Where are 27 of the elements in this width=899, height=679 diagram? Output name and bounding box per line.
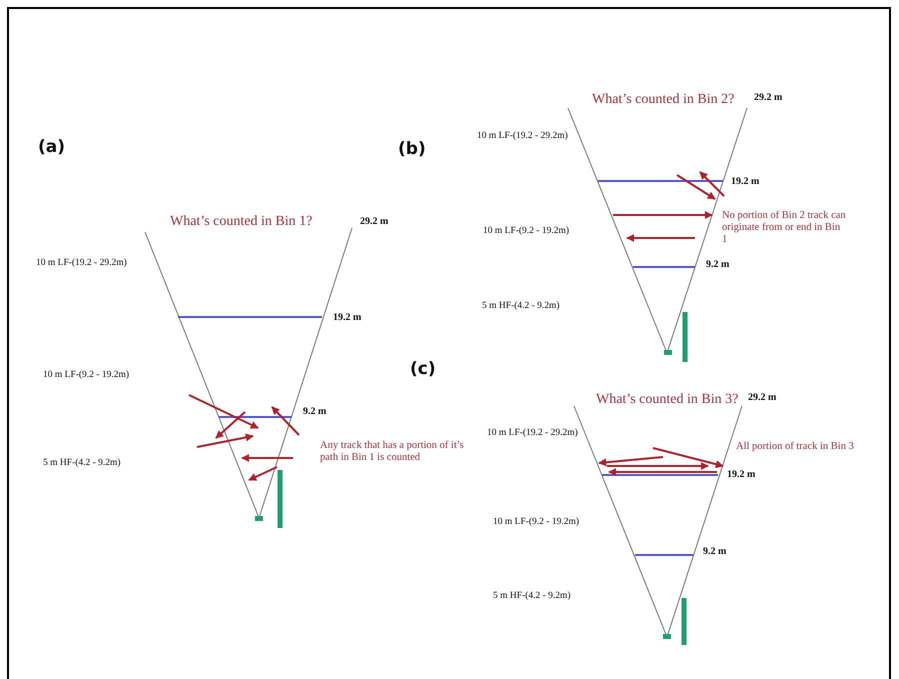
question-heading: What’s counted in Bin 1? [170, 214, 312, 230]
distance-label: 29.2 m [360, 216, 388, 228]
note-text: Any track that has a portion of it’s path in Bin 1 is counted [320, 440, 465, 464]
distance-label: 19.2 m [727, 469, 756, 480]
question-heading: What’s counted in Bin 2? [592, 92, 734, 108]
distance-label: 29.2 m [754, 92, 782, 104]
distance-label: 9.2 m [706, 259, 730, 270]
note-text: All portion of track in Bin 3 [736, 441, 854, 454]
range-label: 5 m HF-(4.2 - 9.2m) [482, 301, 560, 312]
distance-label: 19.2 m [731, 176, 760, 188]
distance-label: 9.2 m [303, 406, 326, 418]
range-label: 10 m LF-(9.2 - 19.2m) [493, 517, 580, 528]
range-label: 10 m LF-(19.2 - 29.2m) [487, 428, 578, 439]
panel-label: (a) [38, 138, 66, 158]
range-label: 10 m LF-(9.2 - 19.2m) [483, 226, 570, 237]
question-heading: What’s counted in Bin 3? [596, 392, 738, 408]
range-label: 5 m HF-(4.2 - 9.2m) [493, 591, 571, 602]
range-label: 10 m LF-(9.2 - 19.2m) [43, 370, 130, 381]
note-text: No portion of Bin 2 track can originate from or end in Bin 1 [722, 210, 847, 246]
range-label: 10 m LF-(19.2 - 29.2m) [36, 258, 127, 269]
distance-label: 19.2 m [333, 312, 362, 324]
panel-label: (b) [398, 140, 426, 160]
panel-label: (c) [410, 360, 436, 380]
distance-label: 9.2 m [703, 546, 726, 558]
range-label: 10 m LF-(19.2 - 29.2m) [477, 131, 568, 142]
distance-label: 29.2 m [748, 392, 776, 404]
range-label: 5 m HF-(4.2 - 9.2m) [43, 458, 121, 469]
